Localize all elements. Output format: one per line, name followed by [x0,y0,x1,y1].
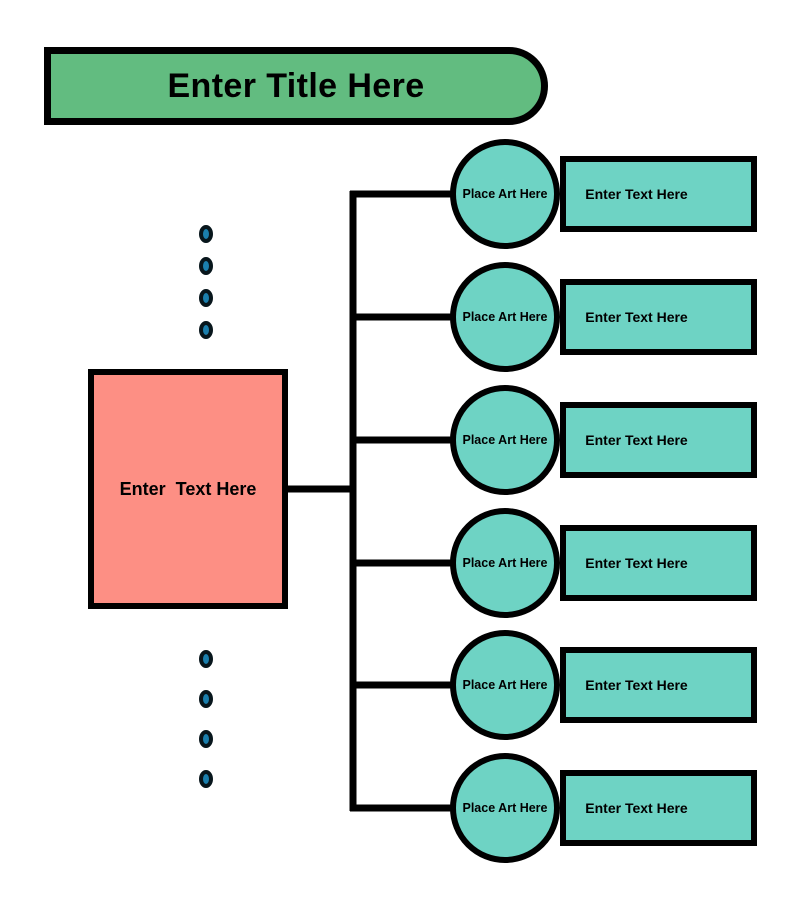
decorative-dots-top [199,225,215,340]
branch-text-box[interactable]: Enter Text Here [560,770,757,846]
branch-art-circle[interactable]: Place Art Here [450,630,560,740]
branch-text-box[interactable]: Enter Text Here [560,647,757,723]
branch-art-label: Place Art Here [462,678,548,692]
branch-art-circle[interactable]: Place Art Here [450,385,560,495]
dot-icon [199,257,213,275]
branch-text-label: Enter Text Here [585,555,688,571]
branch-art-label: Place Art Here [462,310,548,324]
branch-text-box[interactable]: Enter Text Here [560,156,757,232]
branch-text-label: Enter Text Here [585,677,688,693]
branch-text-label: Enter Text Here [585,309,688,325]
branch-art-circle[interactable]: Place Art Here [450,508,560,618]
branch-art-circle[interactable]: Place Art Here [450,262,560,372]
dot-icon [199,690,213,708]
branch-row: Enter Text Here Place Art Here [450,508,760,618]
branch-text-box[interactable]: Enter Text Here [560,402,757,478]
main-node[interactable]: Enter Text Here [88,369,288,609]
dot-icon [199,321,213,339]
branch-text-label: Enter Text Here [585,800,688,816]
branch-row: Enter Text Here Place Art Here [450,139,760,249]
branch-art-circle[interactable]: Place Art Here [450,753,560,863]
branch-row: Enter Text Here Place Art Here [450,385,760,495]
dot-icon [199,650,213,668]
branch-row: Enter Text Here Place Art Here [450,753,760,863]
branch-art-label: Place Art Here [462,187,548,201]
page-title: Enter Title Here [167,67,425,105]
branch-text-box[interactable]: Enter Text Here [560,525,757,601]
branch-text-label: Enter Text Here [585,432,688,448]
dot-icon [199,770,213,788]
dot-icon [199,225,213,243]
dot-icon [199,289,213,307]
branch-art-label: Place Art Here [462,433,548,447]
branch-art-circle[interactable]: Place Art Here [450,139,560,249]
decorative-dots-bottom [199,650,215,788]
branch-row: Enter Text Here Place Art Here [450,262,760,372]
branch-art-label: Place Art Here [462,801,548,815]
branch-row: Enter Text Here Place Art Here [450,630,760,740]
branch-text-label: Enter Text Here [585,186,688,202]
branch-text-box[interactable]: Enter Text Here [560,279,757,355]
branch-art-label: Place Art Here [462,556,548,570]
main-node-label: Enter Text Here [119,478,257,499]
title-banner[interactable]: Enter Title Here [44,47,548,125]
dot-icon [199,730,213,748]
